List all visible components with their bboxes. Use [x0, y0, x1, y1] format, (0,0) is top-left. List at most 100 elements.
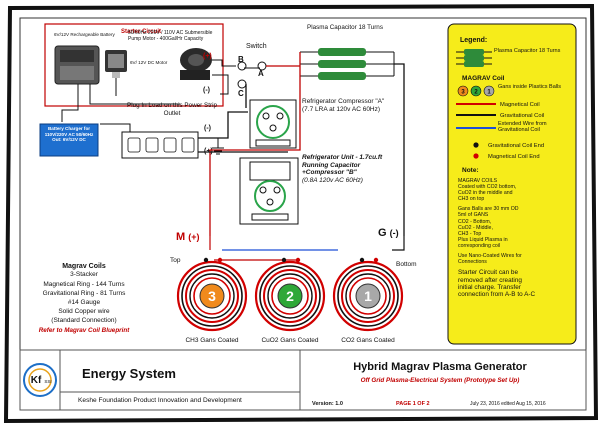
coil-number: 2: [286, 288, 294, 304]
legend-gravitational-coil: Gravitational Coil: [500, 113, 544, 119]
magrav-coil-specs: Magrav Coils 3-Stacker Magnetical Ring -…: [39, 263, 131, 334]
coil-caption: CO2 Gans Coated: [341, 337, 395, 344]
note-line: Starter Circuit can be: [458, 269, 519, 277]
magrav-coils-gauge: #14 Gauge: [68, 299, 101, 306]
note-line: removed after creating: [458, 276, 522, 284]
power-strip-minus: (-): [204, 125, 211, 132]
ground-icon: [212, 138, 224, 155]
legend-title: Legend:: [460, 37, 487, 44]
terminal-m: M (+): [176, 231, 199, 243]
note-line: connection from A-B to A-C: [458, 291, 536, 299]
gans-ball-2: [277, 283, 303, 309]
legend-plasma-capacitor: Plasma Capacitor 18 Turns: [494, 48, 561, 54]
switch: Switch B A C (+) (-): [203, 43, 267, 98]
coil-number: 1: [364, 288, 372, 304]
org-name: Keshe Foundation Product Innovation and …: [78, 397, 242, 404]
grav-coil-end: [203, 257, 209, 263]
battery-icon: [54, 45, 100, 85]
legend-ball-1: 1: [487, 90, 491, 96]
coil-top-label: Top: [170, 257, 181, 264]
logo-text: Kf: [31, 375, 42, 386]
magrav-coils-title: Magrav Coils: [62, 263, 106, 270]
switch-terminal-a: A: [258, 69, 264, 78]
generator-title: Hybrid Magrav Plasma Generator: [353, 361, 527, 373]
note-line: 5ml of GANS: [458, 212, 489, 219]
note-line: corresponding coil: [458, 242, 501, 249]
magrav-coils-stacker: 3-Stacker: [70, 271, 99, 278]
mag-coil-end: [217, 257, 223, 263]
legend-grav-end: Gravitational Coil End: [488, 143, 544, 149]
switch-title: Switch: [246, 43, 267, 50]
note-line: CuO2 - Middle,: [458, 224, 493, 231]
dc-motor-label: 6V/ 12V DC Motor: [130, 60, 168, 65]
title-block: Kf SSI Energy System Keshe Foundation Pr…: [19, 349, 587, 411]
grav-coil-end: [359, 257, 365, 263]
note-line: CO2 - Bottom,: [458, 218, 492, 225]
legend-extended-wire: Extended Wire from Gravitational Coil: [498, 121, 547, 134]
note-line: CuO2 in the middle and: [458, 190, 513, 197]
generator-subtitle: Off Grid Plasma-Electrical System (Proto…: [361, 377, 520, 384]
starter-circuit-title: Starter Circuit: [121, 29, 161, 35]
starter-minus: (-): [203, 87, 210, 94]
note-title: Note:: [462, 167, 479, 174]
coil-caption: CuO2 Gans Coated: [261, 337, 318, 344]
svg-text:G (-): G (-): [378, 227, 399, 239]
legend-magrav-coil: MAGRAV Coil: [462, 75, 505, 82]
coil-bottom-label: Bottom: [396, 261, 417, 268]
terminal-g: G (-): [378, 227, 399, 239]
grav-coil-end: [281, 257, 287, 263]
plasma-capacitor: Plasma Capacitor 18 Turns: [300, 24, 395, 80]
note-line: Connections: [458, 259, 487, 266]
power-strip: Plug In Load on this Power Strip Outlet …: [121, 102, 217, 159]
gans-ball-3: [199, 283, 225, 309]
magrav-coils-wire: Solid Copper wire: [58, 308, 110, 315]
note-line: Gans Balls are 30 mm OD: [458, 206, 519, 213]
logo-sub: SSI: [44, 379, 51, 384]
legend-ball-3: 3: [461, 90, 465, 96]
switch-terminal-b: B: [238, 55, 244, 64]
battery-charger: Battery Charger for 110V/220V AC 50/60Hz…: [39, 123, 99, 157]
mag-coil-end: [295, 257, 301, 263]
page-number: PAGE 1 OF 2: [396, 401, 430, 407]
version: Version: 1.0: [312, 401, 343, 407]
pump-icon: [180, 48, 212, 80]
edit-date: July 23, 2016 edited Aug 15, 2016: [470, 401, 546, 407]
power-strip-label: Plug In Load on this Power Strip Outlet: [127, 102, 217, 117]
mag-coil-end: [373, 257, 379, 263]
starter-plus: (+): [203, 53, 212, 60]
compressor-a: Refrigerator Compressor "A" (7.7 LRA at …: [249, 98, 385, 149]
gans-ball-1: [355, 283, 381, 309]
battery-label: 6V/12V Rechargeable Battery: [54, 32, 115, 37]
svg-text:M (+): M (+): [176, 231, 199, 243]
note-line: Plus Liquid Plasma in: [458, 236, 508, 243]
legend-magnetical-coil: Magnetical Coil: [500, 102, 540, 108]
legend-panel: Legend: Plasma Capacitor 18 Turns MAGRAV…: [447, 23, 577, 345]
compressor-b: Refrigerator Unit - 1.7cu.ft Running Cap…: [239, 154, 382, 225]
coil-caption: CH3 Gans Coated: [185, 337, 238, 344]
legend-mag-end: Magnetical Coil End: [488, 154, 540, 160]
note-line: initial charge. Transfer: [458, 284, 521, 292]
legend-gans-balls: Gans inside Plastics Balls: [498, 84, 561, 90]
note-line: Use Nano-Coated Wires for: [458, 253, 522, 260]
note-line: Coated with CO2 bottom,: [458, 184, 517, 191]
main-wires: [198, 52, 405, 236]
compressor-a-spec: (7.7 LRA at 120v AC 60Hz): [302, 105, 381, 113]
magrav-coils-standard: (Standard Connection): [51, 317, 116, 324]
dc-motor-icon: [105, 50, 127, 78]
note-line: CH3 - Top: [458, 230, 482, 237]
pump-label: 50/60Hz 220V / 110V AC Submersible Pump …: [128, 30, 213, 42]
starter-circuit: Starter Circuit 6V/12V Rechargeable Batt…: [44, 23, 224, 107]
compressor-b-spec: (0.8A 120v AC 60Hz): [302, 176, 363, 184]
compressor-a-title: Refrigerator Compressor "A": [302, 98, 385, 105]
kf-logo-icon: Kf SSI: [23, 363, 57, 397]
note-line: MAGRAV COILS: [458, 178, 498, 184]
